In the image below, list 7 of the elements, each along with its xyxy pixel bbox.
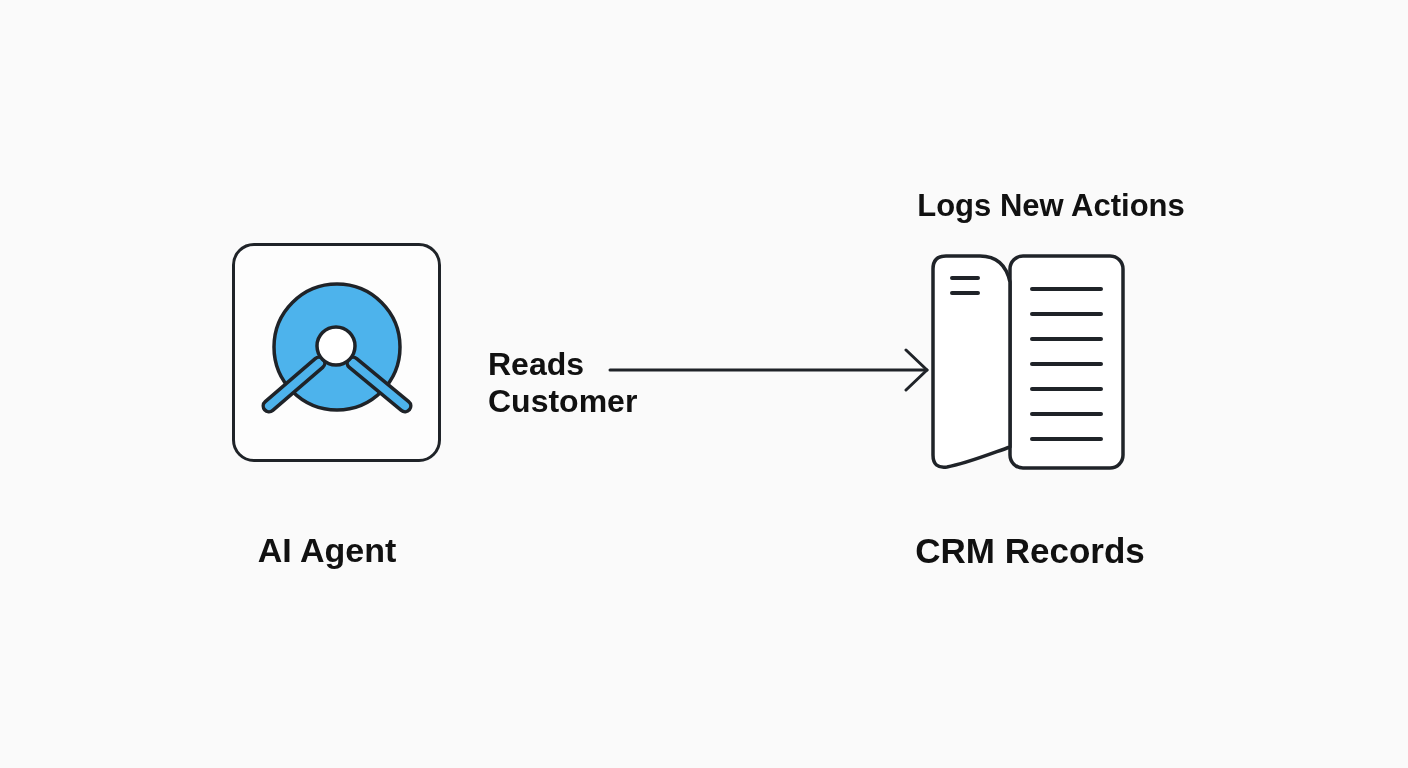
- icon-card: [232, 243, 441, 462]
- node-caption: AI Agent: [257, 531, 397, 571]
- arrow: [608, 348, 929, 392]
- node-caption: Logs New Actions: [917, 188, 1185, 224]
- document-drawing: [928, 251, 1127, 472]
- edge-label: Reads Customer: [488, 346, 639, 420]
- node-caption: CRM Records: [915, 530, 1145, 572]
